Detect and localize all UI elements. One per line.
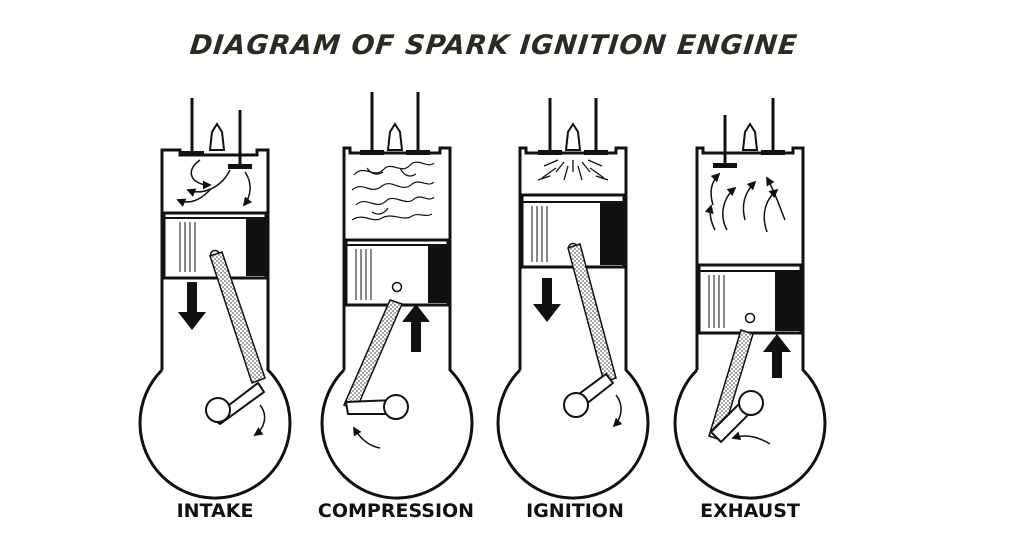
stroke-label-ignition: IGNITION [526,500,624,522]
engine-outline [320,146,474,500]
piston [344,238,450,307]
engine-exhaust [673,98,827,500]
arrow-down [178,282,206,330]
spark-plug [208,122,226,151]
spark-burst [537,159,609,181]
arrow-up [763,334,791,378]
engine-ignition [496,98,650,500]
exhaust-valve-head [228,164,252,169]
crankshaft [563,392,589,418]
engine-intake [138,98,292,500]
piston [697,263,803,335]
rotation-arrow [353,426,381,449]
arrow-down [533,278,561,322]
rotation-arrow [731,431,771,445]
stroke-label-compression: COMPRESSION [318,500,474,522]
exhaust-flow-arrows [704,172,786,233]
connecting-rod [209,251,266,384]
stroke-label-intake: INTAKE [177,500,254,522]
exhaust-valve-head [406,150,430,155]
rotation-arrow [253,404,266,437]
spark-plug [386,122,404,151]
intake-valve-head [713,163,737,168]
exhaust-valve-head [584,150,608,155]
intake-valve-head [538,150,562,155]
crankshaft [205,397,231,423]
crankshaft [738,390,764,416]
spark-plug [564,122,582,151]
arrow-up [402,304,430,352]
rotation-arrow [612,394,623,428]
connecting-rod [567,243,617,383]
exhaust-valve-head [761,150,785,155]
crankshaft [383,394,409,420]
engine-compression [320,92,474,500]
stroke-label-exhaust: EXHAUST [700,500,800,522]
compressed-gas [351,161,435,221]
intake-valve-head [360,150,384,155]
spark-plug [741,122,759,151]
intake-swirl-arrows [176,159,253,207]
intake-valve-head [180,151,204,156]
